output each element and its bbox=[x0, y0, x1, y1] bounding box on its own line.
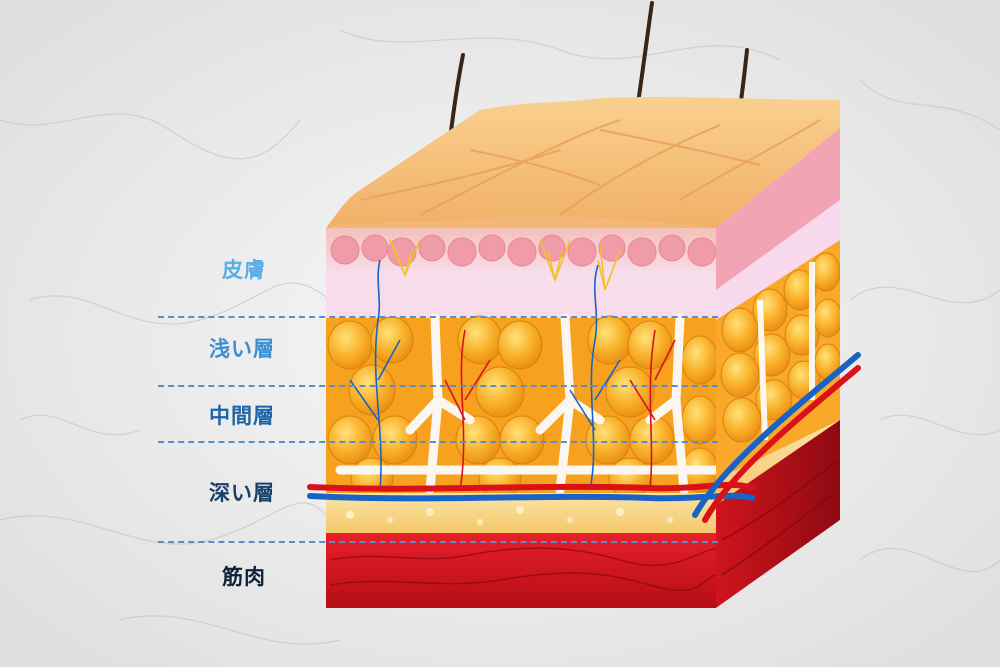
separator-muscle bbox=[158, 541, 718, 543]
label-skin: 皮膚 bbox=[222, 258, 266, 282]
label-shallow-layer: 浅い層 bbox=[209, 337, 275, 361]
separator-deep bbox=[158, 441, 718, 443]
fibrous-septa bbox=[335, 313, 716, 495]
nerve-branches bbox=[389, 239, 621, 291]
label-middle-layer: 中間層 bbox=[209, 404, 275, 428]
label-muscle: 筋肉 bbox=[222, 565, 266, 589]
cube-front-face bbox=[326, 228, 716, 608]
separator-middle bbox=[158, 385, 718, 387]
blood-vessels bbox=[307, 352, 861, 523]
muscle-fibers bbox=[329, 547, 716, 592]
fat-lobules bbox=[327, 315, 716, 499]
label-deep-layer: 深い層 bbox=[209, 481, 275, 505]
cube-side-face bbox=[716, 128, 840, 608]
capillaries bbox=[349, 259, 676, 491]
separator-shallow bbox=[158, 316, 718, 318]
